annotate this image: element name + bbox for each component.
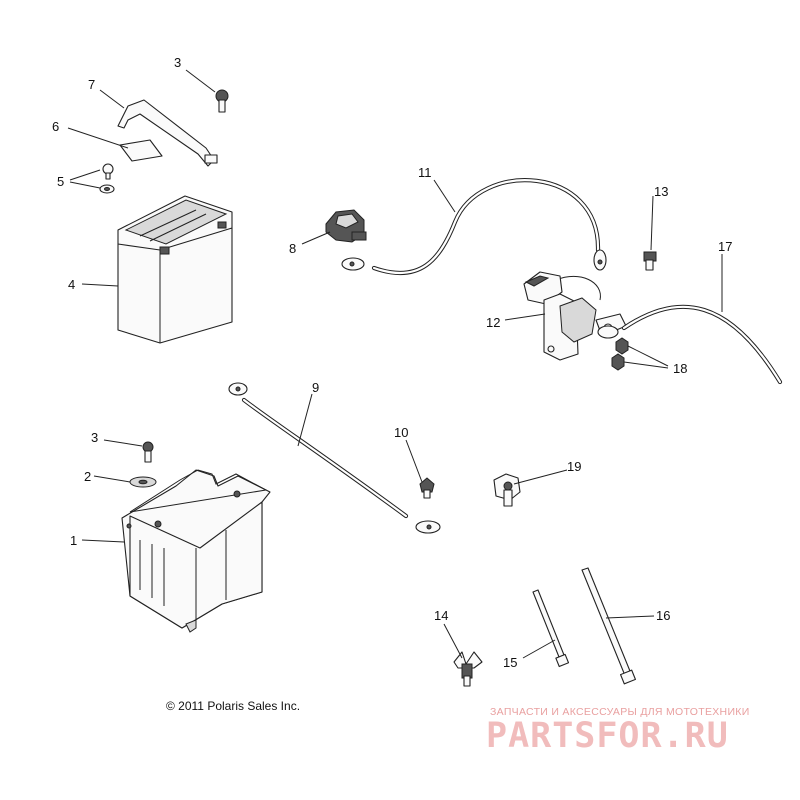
callout-12: 12 <box>486 315 500 330</box>
callout-7: 7 <box>88 77 95 92</box>
battery-part <box>117 195 233 344</box>
callout-16: 16 <box>656 608 670 623</box>
callout-17: 17 <box>718 239 732 254</box>
callout-3-top: 3 <box>174 55 181 70</box>
watermark-logo: PARTSFOR.RU <box>486 716 729 756</box>
callout-11: 11 <box>418 165 432 180</box>
callout-4: 4 <box>68 277 75 292</box>
positive-cable-part <box>341 178 607 276</box>
battery-strap-part <box>117 99 218 167</box>
grommet-part <box>493 473 521 507</box>
battery-pad-part <box>119 139 163 162</box>
screw-part-10 <box>419 477 435 499</box>
screw-part-lower <box>142 441 154 463</box>
callout-5: 5 <box>57 174 64 189</box>
callout-18: 18 <box>673 361 687 376</box>
watermark-tagline: ЗАПЧАСТИ И АКСЕССУАРЫ ДЛЯ МОТОТЕХНИКИ <box>490 706 750 718</box>
callout-6: 6 <box>52 119 59 134</box>
screw-part-top <box>215 89 229 113</box>
leader-lines <box>67 69 723 659</box>
callout-19: 19 <box>567 459 581 474</box>
solenoid-part <box>523 271 627 361</box>
push-clip-part <box>453 651 483 687</box>
callout-13: 13 <box>654 184 668 199</box>
negative-cable-part <box>228 382 441 534</box>
cable-tie-large-part <box>581 567 636 685</box>
callout-14: 14 <box>434 608 448 623</box>
cable-tie-small-part <box>532 589 570 668</box>
screw-washer-part <box>99 163 115 194</box>
callout-2: 2 <box>84 469 91 484</box>
starter-cable-part <box>597 304 783 385</box>
callout-10: 10 <box>394 425 408 440</box>
callout-8: 8 <box>289 241 296 256</box>
copyright-text: © 2011 Polaris Sales Inc. <box>166 699 301 713</box>
callout-3-lower: 3 <box>91 430 98 445</box>
nut-parts <box>611 337 629 371</box>
battery-box-part <box>121 469 271 633</box>
terminal-boot-part <box>325 209 367 243</box>
callout-1: 1 <box>70 533 77 548</box>
callout-labels: 1 2 3 3 4 5 6 7 8 9 10 11 12 13 14 15 16… <box>52 55 732 670</box>
bolt-part <box>643 251 657 271</box>
callout-15: 15 <box>503 655 517 670</box>
washer-part <box>129 476 157 488</box>
callout-9: 9 <box>312 380 319 395</box>
